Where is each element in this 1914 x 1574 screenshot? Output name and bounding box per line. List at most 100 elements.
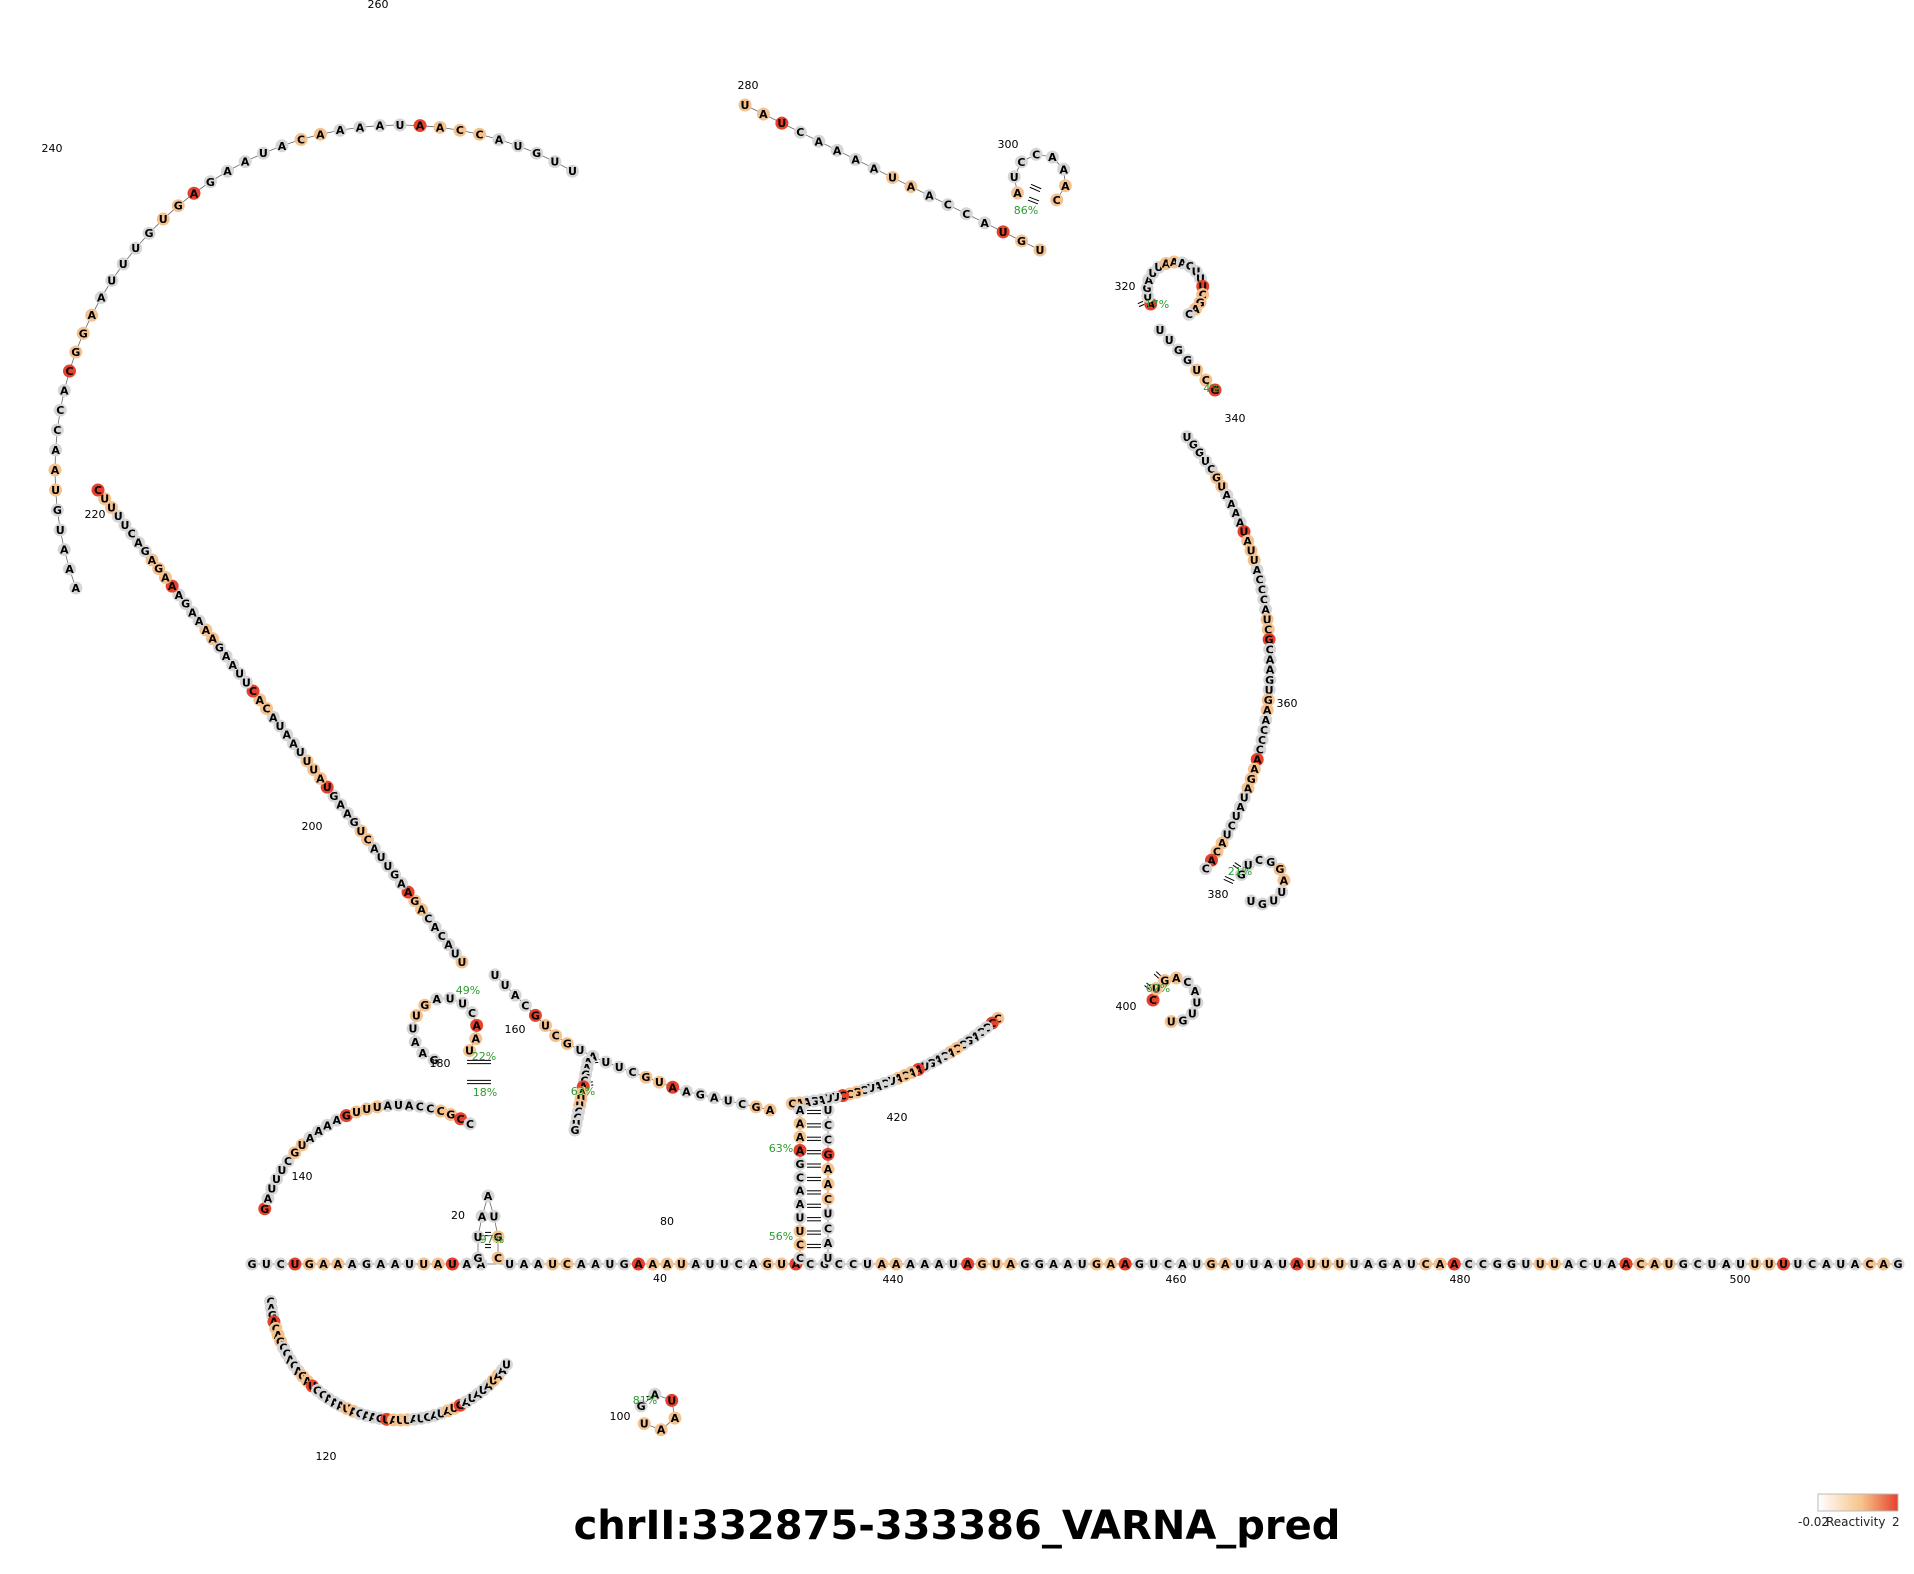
nucleotide-circle — [381, 859, 395, 873]
nucleotide-circle — [749, 1100, 763, 1114]
nucleotide-letter: C — [1579, 1258, 1587, 1271]
label-layer: 2040801001201401601802002202402602803003… — [42, 0, 1751, 1463]
nucleotide-circle — [302, 1257, 316, 1271]
nucleotide: U — [612, 1060, 626, 1074]
nucleotide: C — [941, 198, 955, 212]
nucleotide-letter: A — [1227, 498, 1236, 511]
nucleotide-letter: U — [396, 1414, 405, 1427]
nucleotide-letter: U — [1235, 1258, 1244, 1271]
nucleotide-letter: U — [479, 1384, 488, 1397]
nucleotide-letter: C — [839, 1090, 847, 1103]
nucleotide-letter: C — [849, 1258, 857, 1271]
nucleotide-circle — [1032, 1257, 1046, 1271]
nucleotide-circle — [1250, 563, 1264, 577]
nucleotide: U — [393, 118, 407, 132]
index-label: 340 — [1225, 412, 1246, 425]
nucleotide-letter: A — [907, 1067, 916, 1080]
nucleotide-letter: A — [946, 1046, 955, 1059]
nucleotide-circle — [1676, 1257, 1690, 1271]
nucleotide: A — [666, 1080, 680, 1094]
nucleotide-letter: G — [430, 1054, 439, 1067]
nucleotide: A — [219, 649, 233, 663]
nucleotide-letter: C — [824, 1119, 832, 1132]
nucleotide-letter: A — [498, 1364, 507, 1377]
nucleotide-circle — [821, 1221, 835, 1235]
nucleotide-circle — [1273, 862, 1287, 876]
nucleotide-letter: U — [1263, 613, 1272, 626]
nucleotide-letter: C — [1202, 374, 1210, 387]
nucleotide-circle — [1190, 363, 1204, 377]
nucleotide-circle — [1376, 1257, 1390, 1271]
nucleotide-letter: G — [809, 1095, 818, 1108]
nucleotide: A — [334, 798, 348, 812]
nucleotide: A — [1290, 1257, 1304, 1271]
nucleotide-letter: C — [1266, 644, 1274, 657]
nucleotide: A — [1562, 1257, 1576, 1271]
nucleotide-letter: A — [278, 140, 287, 153]
nucleotide-circle — [481, 1189, 495, 1203]
nucleotide-circle — [94, 291, 108, 304]
nucleotide-letter: G — [350, 816, 359, 829]
nucleotide: G — [179, 597, 193, 611]
nucleotide-letter: C — [959, 1039, 967, 1052]
nucleotide-letter: U — [419, 1258, 428, 1271]
nucleotide: U — [118, 518, 132, 532]
nucleotide-circle — [402, 1098, 416, 1112]
nucleotide-circle — [265, 1182, 279, 1196]
nucleotide-letter: U — [409, 1023, 418, 1036]
nucleotide-circle — [470, 1018, 484, 1032]
nucleotide: U — [793, 1211, 807, 1225]
nucleotide-letter: U — [1277, 886, 1286, 899]
nucleotide-circle — [1505, 1257, 1519, 1271]
nucleotide-letter: U — [568, 165, 577, 178]
nucleotide-letter: G — [305, 1258, 314, 1271]
nucleotide: U — [265, 1182, 279, 1196]
nucleotide-letter: G — [493, 1231, 502, 1244]
nucleotide-letter: U — [605, 1258, 614, 1271]
nucleotide: U — [1260, 612, 1274, 626]
nucleotide: A — [388, 1257, 402, 1271]
nucleotide: A — [402, 1098, 416, 1112]
nucleotide-letter: A — [431, 921, 440, 934]
nucleotide-letter: U — [159, 213, 168, 226]
nucleotide-letter: U — [1192, 1258, 1201, 1271]
nucleotide-letter: C — [1479, 1258, 1487, 1271]
nucleotide-letter: G — [977, 1258, 986, 1271]
nucleotide-letter: A — [1250, 763, 1259, 776]
nucleotide: U — [111, 509, 125, 523]
nucleotide-circle — [1891, 1257, 1905, 1271]
pairing-probability-label: 4% — [1203, 382, 1220, 395]
strand-160-460-backbone — [494, 974, 771, 1111]
nucleotide: A — [253, 693, 267, 707]
nucleotide: G — [1263, 673, 1277, 687]
nucleotide-letter: A — [1178, 1258, 1187, 1271]
nucleotide: G — [1171, 343, 1185, 357]
nucleotide: U — [487, 1209, 501, 1223]
nucleotide-letter: A — [1006, 1258, 1015, 1271]
nucleotide: A — [345, 1257, 359, 1271]
nucleotide-letter: U — [777, 117, 786, 130]
nucleotide-letter: A — [1146, 298, 1155, 311]
nucleotide: U — [717, 1257, 731, 1271]
nucleotide-circle — [1419, 1257, 1433, 1271]
nucleotide-circle — [568, 1123, 582, 1137]
nucleotide-letter: G — [563, 1038, 572, 1051]
nucleotide: U — [886, 171, 899, 185]
nucleotide: U — [307, 763, 321, 777]
nucleotide-circle — [219, 649, 233, 663]
nucleotide-letter: U — [1198, 280, 1207, 293]
pairing-probability-label: 22% — [472, 1050, 496, 1063]
nucleotide: G — [360, 1257, 374, 1271]
nucleotide: A — [961, 1257, 975, 1271]
nucleotide-letter: A — [1178, 257, 1187, 270]
nucleotide: U — [652, 1075, 666, 1089]
nucleotide-circle — [821, 1147, 835, 1161]
nucleotide: C — [821, 1133, 835, 1147]
nucleotide-letter: C — [824, 1222, 832, 1235]
nucleotide: U — [1318, 1257, 1332, 1271]
nucleotide-circle — [320, 780, 334, 794]
nucleotide-letter: A — [356, 121, 365, 134]
nucleotide-letter: C — [1183, 976, 1191, 989]
nucleotide-letter: C — [494, 1252, 502, 1265]
nucleotide-circle — [76, 326, 90, 340]
